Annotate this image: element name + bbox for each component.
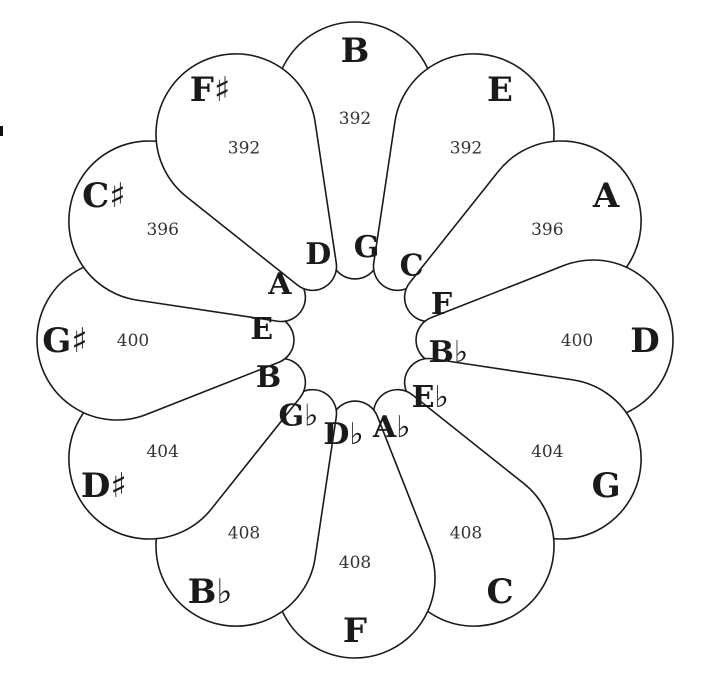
petal-10 [68,140,307,323]
petal-outer-note: B [341,31,370,71]
petal-outer-note: F [343,611,367,651]
petal-outer-note: D [630,321,659,361]
petal-outer-note: E [487,70,513,110]
petal-inner-note: B [256,360,281,395]
petal-value: 392 [228,139,260,159]
petal-outer-note: B♭ [188,572,233,612]
petal-outer-note: C [486,572,513,612]
petal-value: 392 [450,139,482,159]
petal-outer-note: G♯ [42,321,88,361]
petal-value: 408 [450,523,482,543]
petal-inner-note: C [400,248,424,283]
petal-11 [155,53,338,292]
petal-value: 400 [117,331,149,351]
petal-1 [372,53,555,292]
petal-outer-note: C♯ [82,176,126,216]
petal-value: 408 [339,553,371,573]
petal-value: 400 [561,331,593,351]
petal-inner-note: B♭ [429,335,469,370]
petal-outer-note: A [592,176,620,216]
petal-inner-note: E [250,312,273,347]
petal-inner-note: G [354,230,380,265]
petal-inner-note: A♭ [372,410,410,445]
petals-layer [36,21,674,659]
petal-inner-note: F [431,287,452,322]
petal-outer-note: D♯ [81,466,127,506]
petal-value: 404 [146,442,178,462]
petal-value: 396 [531,220,563,240]
labels-layer: B392GE392CA396FD400B♭G404E♭C408A♭F408D♭B… [42,31,659,651]
petal-4 [403,357,642,540]
petal-value: 396 [146,220,178,240]
edge-tick-mark [0,126,3,136]
petal-outer-note: G [592,466,621,506]
petal-value: 408 [228,523,260,543]
petal-inner-note: G♭ [279,399,319,434]
petal-inner-note: E♭ [412,380,449,415]
petal-inner-note: A [267,267,292,302]
petal-7 [155,388,338,627]
petal-inner-note: D [305,237,331,272]
petal-value: 392 [339,109,371,129]
petal-value: 404 [531,442,563,462]
petal-inner-note: D♭ [323,417,363,452]
petal-outer-note: F♯ [190,70,231,110]
